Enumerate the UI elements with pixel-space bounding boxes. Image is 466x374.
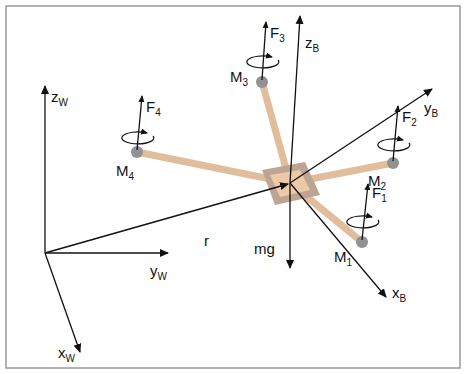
thrust-label: F3 xyxy=(270,24,285,44)
vector-label: r xyxy=(204,232,209,250)
axis-label: xB xyxy=(392,284,406,304)
axis-label: yW xyxy=(150,262,167,282)
axis-label: zB xyxy=(305,34,319,54)
thrust-label: F2 xyxy=(402,108,417,128)
axis-label: zW xyxy=(51,88,68,108)
weight-label: mg xyxy=(254,240,275,258)
moment-label: M1 xyxy=(334,248,352,268)
moment-label: M3 xyxy=(230,68,248,88)
thrust-label: F1 xyxy=(372,184,387,204)
axis-label: yB xyxy=(424,99,438,119)
moment-label: M4 xyxy=(116,162,134,182)
thrust-label: F4 xyxy=(146,98,161,118)
axis-label: xW xyxy=(58,344,75,364)
